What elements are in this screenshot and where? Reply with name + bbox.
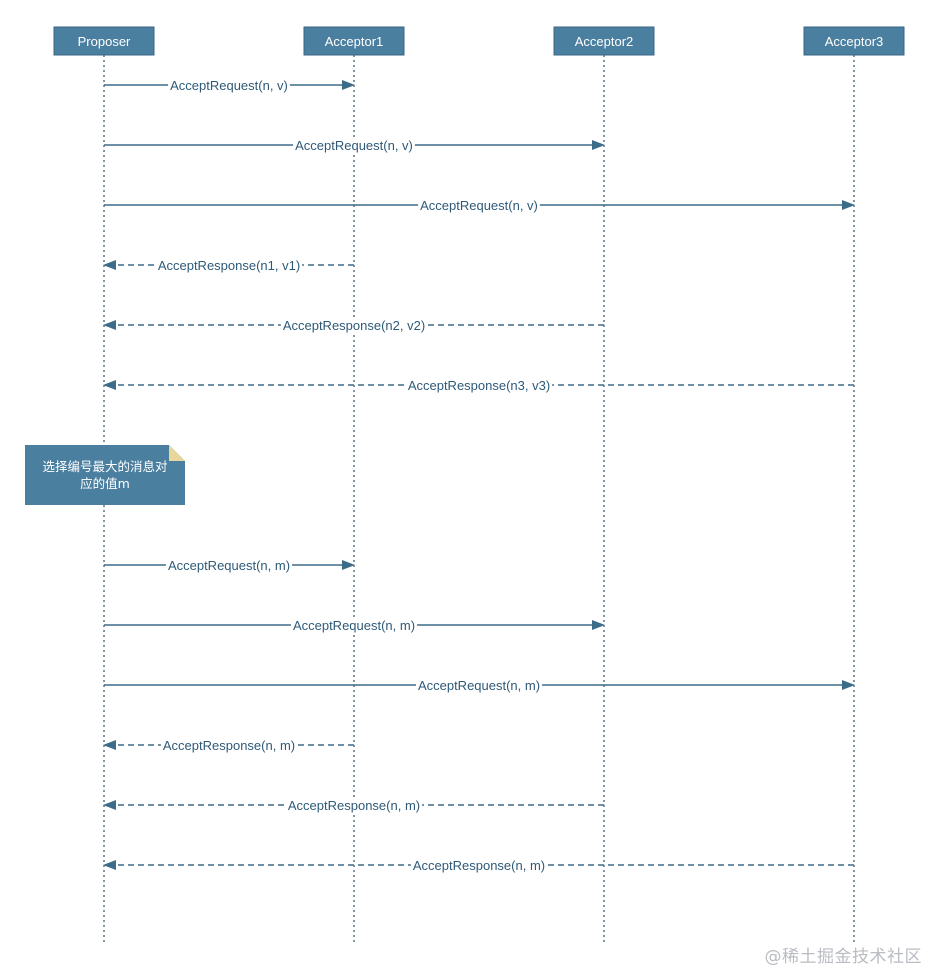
message-label-bg bbox=[293, 137, 415, 153]
message-label-bg bbox=[280, 317, 428, 333]
actors: Proposer Acceptor1 Acceptor2 Acceptor3 bbox=[53, 26, 905, 56]
message-5: AcceptResponse(n2, v2) bbox=[103, 317, 604, 333]
arrowhead-icon bbox=[342, 560, 355, 570]
message-label-bg bbox=[415, 677, 543, 693]
actor-label: Acceptor1 bbox=[325, 34, 384, 49]
message-label: AcceptRequest(n, m) bbox=[293, 618, 415, 633]
message-3: AcceptRequest(n, v) bbox=[104, 197, 855, 213]
message-label-bg bbox=[418, 197, 540, 213]
message-12: AcceptResponse(n, m) bbox=[103, 857, 854, 873]
message-label-bg bbox=[160, 737, 298, 753]
actor-proposer: Proposer bbox=[53, 26, 155, 56]
arrowhead-icon bbox=[103, 740, 116, 750]
message-label: AcceptResponse(n, m) bbox=[163, 738, 295, 753]
message-label-bg bbox=[405, 377, 553, 393]
arrowhead-icon bbox=[842, 680, 855, 690]
message-label-bg bbox=[410, 857, 548, 873]
message-8: AcceptRequest(n, m) bbox=[104, 617, 605, 633]
message-6: AcceptResponse(n3, v3) bbox=[103, 377, 854, 393]
message-4: AcceptResponse(n1, v1) bbox=[103, 257, 354, 273]
arrowhead-icon bbox=[103, 260, 116, 270]
message-label: AcceptRequest(n, v) bbox=[420, 198, 538, 213]
lifelines bbox=[103, 55, 855, 945]
actor-label: Acceptor3 bbox=[825, 34, 884, 49]
message-label: AcceptResponse(n, m) bbox=[413, 858, 545, 873]
arrowhead-icon bbox=[842, 200, 855, 210]
message-label-bg bbox=[290, 617, 418, 633]
watermark: @稀土掘金技术社区 bbox=[764, 947, 922, 967]
message-label: AcceptResponse(n3, v3) bbox=[408, 378, 550, 393]
message-label-bg bbox=[168, 77, 290, 93]
message-label: AcceptRequest(n, m) bbox=[418, 678, 540, 693]
actor-box bbox=[803, 26, 905, 56]
arrowhead-icon bbox=[592, 620, 605, 630]
message-label: AcceptRequest(n, v) bbox=[170, 78, 288, 93]
message-label: AcceptResponse(n2, v2) bbox=[283, 318, 425, 333]
message-label-bg bbox=[155, 257, 303, 273]
actor-acceptor1: Acceptor1 bbox=[303, 26, 405, 56]
message-label: AcceptResponse(n1, v1) bbox=[158, 258, 300, 273]
messages: AcceptRequest(n, v) AcceptRequest(n, v) Ac… bbox=[103, 77, 855, 873]
note-text-line: 应的值m bbox=[80, 476, 130, 491]
message-11: AcceptResponse(n, m) bbox=[103, 797, 604, 813]
arrowhead-icon bbox=[103, 800, 116, 810]
message-9: AcceptRequest(n, m) bbox=[104, 677, 855, 693]
note-text-line: 选择编号最大的消息对 bbox=[42, 459, 167, 474]
arrowhead-icon bbox=[103, 860, 116, 870]
actor-acceptor3: Acceptor3 bbox=[803, 26, 905, 56]
arrowhead-icon bbox=[103, 320, 116, 330]
actor-box bbox=[303, 26, 405, 56]
message-label-bg bbox=[165, 557, 293, 573]
arrowhead-icon bbox=[342, 80, 355, 90]
message-10: AcceptResponse(n, m) bbox=[103, 737, 354, 753]
message-1: AcceptRequest(n, v) bbox=[104, 77, 355, 93]
message-label: AcceptRequest(n, v) bbox=[295, 138, 413, 153]
note-fold-icon bbox=[169, 445, 185, 461]
arrowhead-icon bbox=[103, 380, 116, 390]
arrowhead-icon bbox=[592, 140, 605, 150]
message-7: AcceptRequest(n, m) bbox=[104, 557, 355, 573]
actor-label: Proposer bbox=[78, 34, 131, 49]
message-label: AcceptResponse(n, m) bbox=[288, 798, 420, 813]
message-label-bg bbox=[285, 797, 423, 813]
note-body bbox=[25, 445, 185, 505]
message-2: AcceptRequest(n, v) bbox=[104, 137, 605, 153]
actor-acceptor2: Acceptor2 bbox=[553, 26, 655, 56]
actor-label: Acceptor2 bbox=[575, 34, 634, 49]
actor-box bbox=[553, 26, 655, 56]
message-label: AcceptRequest(n, m) bbox=[168, 558, 290, 573]
actor-box bbox=[53, 26, 155, 56]
